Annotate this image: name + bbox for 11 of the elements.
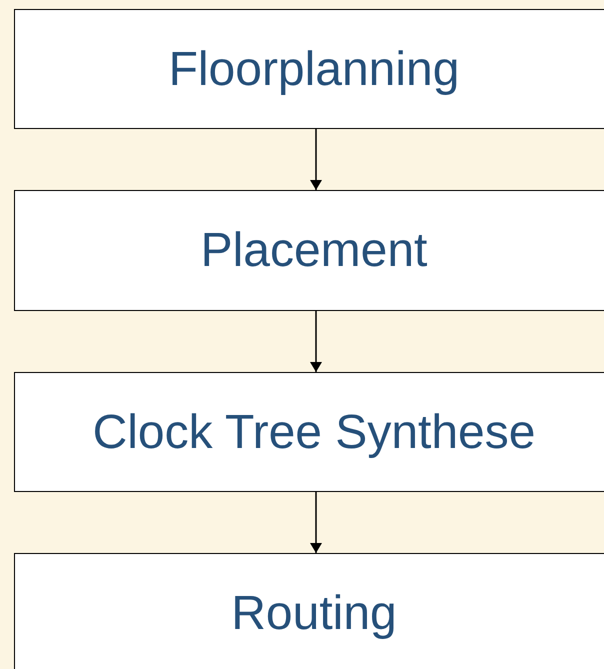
process-box [14, 190, 604, 311]
step-label: Floorplanning [168, 46, 460, 94]
process-box [14, 553, 604, 669]
process-box [14, 9, 604, 129]
arrow [310, 129, 322, 190]
arrow [310, 492, 322, 553]
step-label: Routing [231, 590, 397, 638]
process-box [14, 372, 604, 492]
step-label: Clock Tree Synthese [92, 409, 536, 457]
arrow [310, 311, 322, 372]
step-label: Placement [200, 227, 428, 275]
